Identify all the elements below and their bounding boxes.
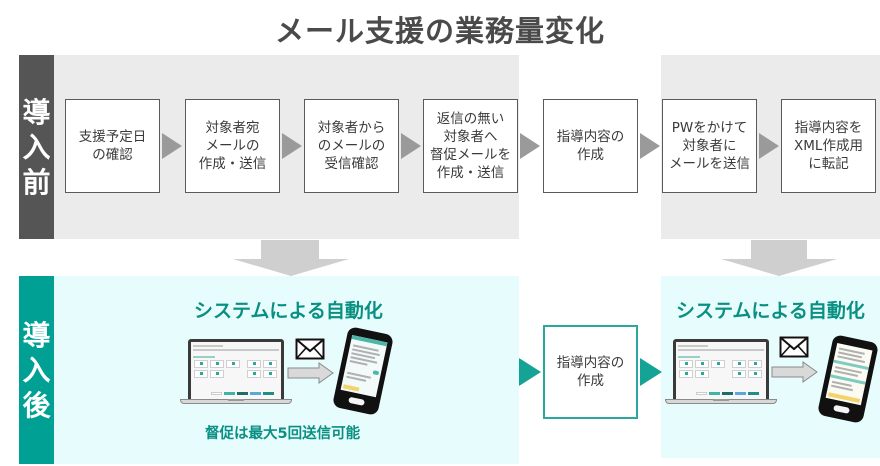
automation-title-right: システムによる自動化	[676, 300, 865, 322]
automation-note: 督促は最大5回送信可能	[205, 426, 361, 442]
after-background-left	[54, 276, 519, 464]
arrow-right-icon	[401, 133, 421, 159]
before-step-2: 対象者宛 メールの 作成・送信	[185, 99, 280, 193]
before-step-7: 指導内容を XML作成用 に転記	[781, 99, 876, 193]
before-label-char: 入	[22, 130, 51, 164]
diagram-title: メール支援の業務量変化	[274, 14, 605, 48]
before-step-6: PWをかけて 対象者に メールを送信	[662, 99, 757, 193]
arrow-right-icon	[282, 133, 302, 159]
before-step-5: 指導内容の 作成	[543, 99, 638, 193]
after-label: 導 入 後	[19, 276, 54, 464]
after-label-char: 導	[22, 318, 51, 352]
before-step-3: 対象者から のメールの 受信確認	[304, 99, 399, 193]
arrow-down-icon	[721, 240, 837, 276]
envelope-icon	[779, 336, 809, 358]
envelope-icon	[295, 338, 325, 360]
laptop-icon	[180, 339, 292, 405]
arrow-right-icon	[162, 133, 182, 159]
arrow-right-icon	[287, 362, 335, 388]
arrow-right-icon	[640, 133, 660, 159]
after-label-char: 入	[22, 353, 51, 387]
before-label-char: 前	[22, 165, 51, 199]
arrow-right-icon	[640, 358, 662, 386]
arrow-right-icon	[771, 361, 819, 387]
arrow-down-icon	[233, 240, 349, 276]
arrow-right-icon	[759, 133, 779, 159]
after-label-char: 後	[22, 388, 51, 422]
after-step-guidance: 指導内容の 作成	[543, 325, 638, 419]
automation-title-left: システムによる自動化	[194, 300, 383, 322]
before-step-4: 返信の無い 対象者へ 督促メールを 作成・送信	[423, 99, 518, 193]
arrow-right-icon	[519, 358, 541, 386]
before-label-char: 導	[22, 95, 51, 129]
arrow-right-icon	[520, 133, 540, 159]
before-label: 導 入 前	[19, 55, 54, 239]
laptop-icon	[665, 339, 777, 405]
before-step-1: 支援予定日 の確認	[65, 99, 160, 193]
